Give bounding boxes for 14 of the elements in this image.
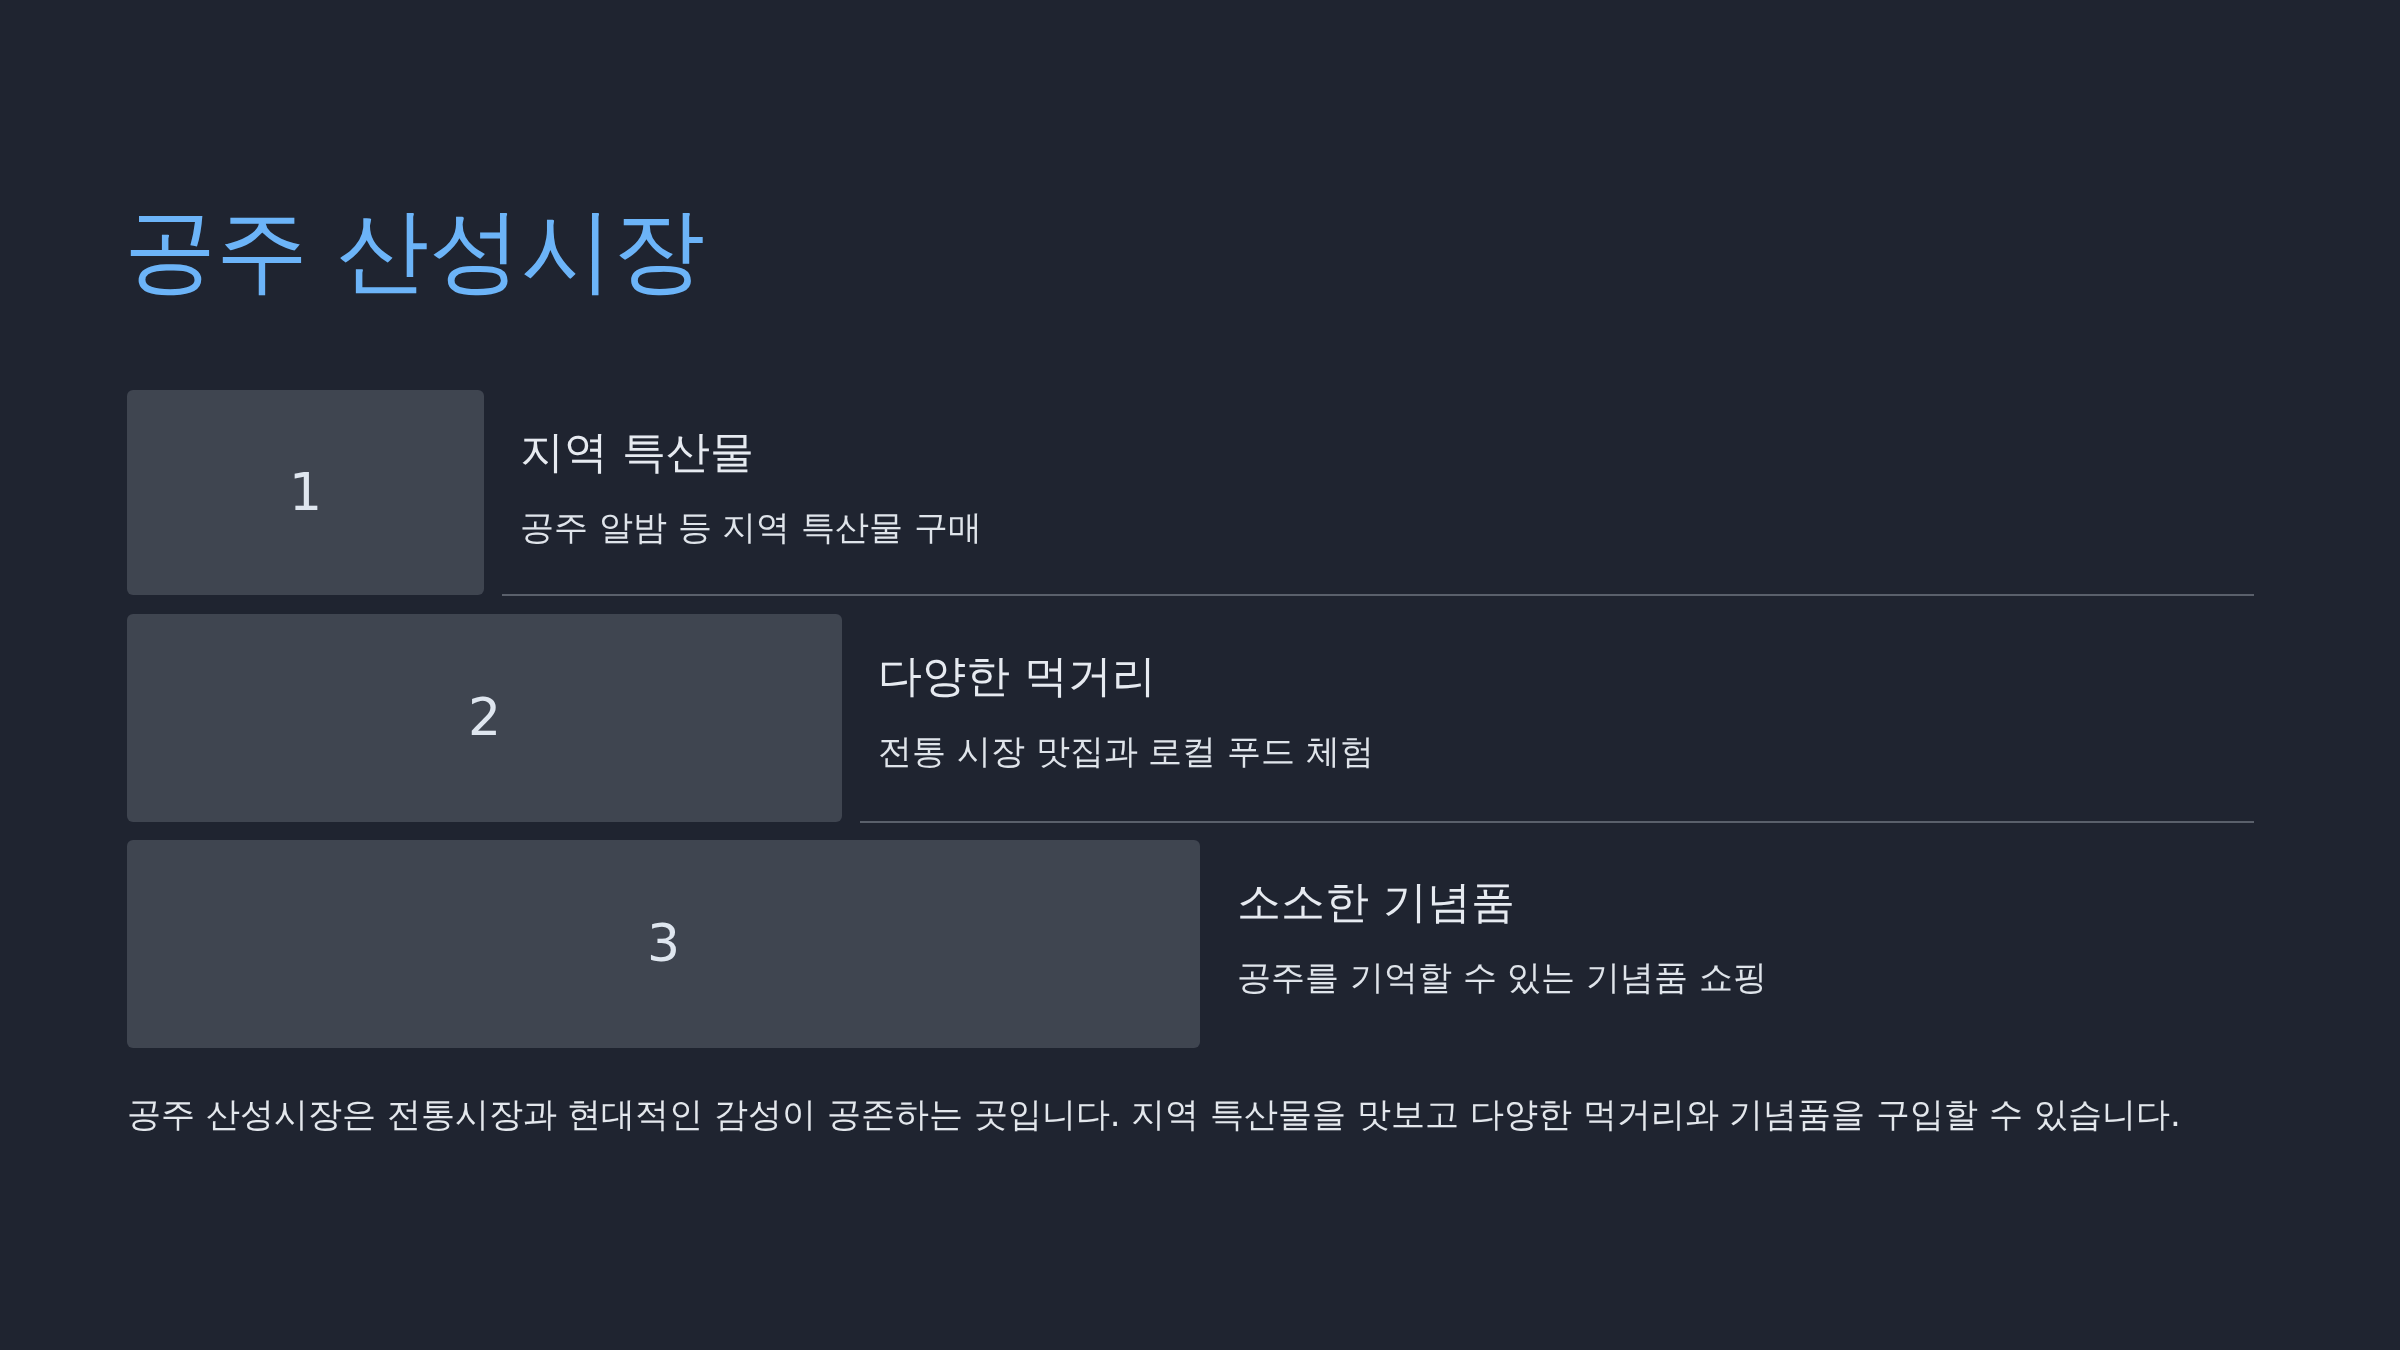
item-heading: 소소한 기념품: [1237, 876, 1515, 929]
step-bar: [127, 614, 842, 822]
caption-text: 공주 산성시장은 전통시장과 현대적인 감성이 공존하는 곳입니다. 지역 특산물을 맛보고 다양한 먹거리와 기념품을 구입할 수 있습니다.: [127, 1093, 2181, 1136]
item-heading: 다양한 먹거리: [878, 650, 1156, 703]
item-description: 전통 시장 맛집과 로컬 푸드 체험: [878, 731, 1375, 772]
step-bar: [127, 390, 484, 595]
item-description: 공주 알밤 등 지역 특산물 구매: [520, 507, 983, 548]
step-number: 3: [646, 915, 681, 973]
step-number: 1: [288, 463, 323, 522]
step-bar: [127, 840, 1200, 1048]
slide-title: 공주 산성시장: [124, 196, 706, 306]
item-heading: 지역 특산물: [520, 426, 754, 479]
item-description: 공주를 기억할 수 있는 기념품 쇼핑: [1237, 957, 1768, 998]
step-number: 2: [467, 689, 502, 747]
